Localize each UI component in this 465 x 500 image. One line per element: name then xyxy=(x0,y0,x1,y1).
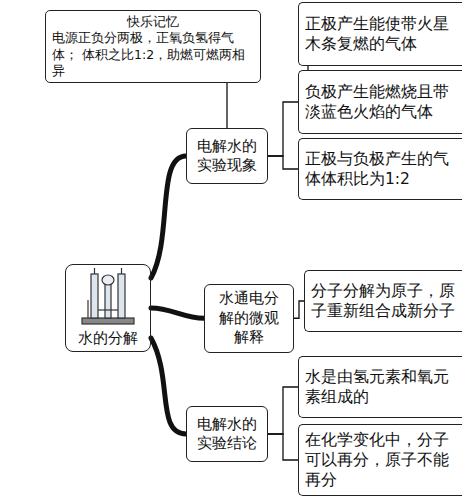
branch-line xyxy=(294,301,304,318)
node-text: 负极产生能燃烧且带淡蓝色火焰的气体 xyxy=(305,82,456,122)
detail-box: 正极产生能使带火星木条复燃的气体 xyxy=(298,2,462,66)
detail-box: 在化学变化中，分子可以再分，原子不能再分 xyxy=(298,424,462,496)
detail-box: 水是由氢元素和氧元素组成的 xyxy=(298,356,462,418)
main-branch xyxy=(151,308,204,318)
main-branch xyxy=(151,338,186,434)
connecting-tube xyxy=(98,309,118,310)
branch-line xyxy=(268,156,298,169)
callout-line xyxy=(226,83,227,128)
branch-topic: 水通电分解的微观解释 xyxy=(204,284,294,353)
apparatus-base xyxy=(82,318,134,324)
branch-line xyxy=(268,434,298,460)
memo-callout: 快乐记忆电源正负分两极，正氧负氢得气体； 体积之比1:2，助燃可燃两相异 xyxy=(45,10,261,83)
node-text: 正极与负极产生的气体体积比为1:2 xyxy=(305,149,456,189)
branch-line xyxy=(268,387,298,434)
detail-box: 正极与负极产生的气体体积比为1:2 xyxy=(298,138,462,200)
node-text: 电解水的实验现象 xyxy=(194,137,260,176)
node-text: 电源正负分两极，正氧负氢得气体； 体积之比1:2，助燃可燃两相异 xyxy=(52,30,254,79)
left-tube xyxy=(91,274,98,318)
node-text: 水通电分解的微观解释 xyxy=(212,289,286,348)
node-text: 正极产生能使带火星木条复燃的气体 xyxy=(305,14,456,54)
left-valve xyxy=(94,268,95,274)
node-text: 水是由氢元素和氧元素组成的 xyxy=(305,367,456,407)
node-text: 分子分解为原子，原子重新组合成新分子 xyxy=(311,281,456,321)
detail-box: 负极产生能燃烧且带淡蓝色火焰的气体 xyxy=(298,70,462,134)
reservoir-bulb xyxy=(102,275,114,285)
stand xyxy=(87,300,88,318)
central-topic: 水的分解 xyxy=(65,264,151,352)
branch-topic: 电解水的实验现象 xyxy=(186,128,268,184)
right-valve xyxy=(121,268,122,274)
branch-topic: 电解水的实验结论 xyxy=(186,406,268,462)
middle-tube xyxy=(105,282,111,318)
right-tube xyxy=(118,274,125,318)
main-branch xyxy=(151,156,186,278)
detail-box: 分子分解为原子，原子重新组合成新分子 xyxy=(304,270,462,332)
branch-line xyxy=(268,102,298,156)
node-text: 在化学变化中，分子可以再分，原子不能再分 xyxy=(305,430,456,490)
node-text: 水的分解 xyxy=(69,329,147,349)
node-text: 电解水的实验结论 xyxy=(194,415,260,454)
heading-text: 快乐记忆 xyxy=(52,14,254,30)
